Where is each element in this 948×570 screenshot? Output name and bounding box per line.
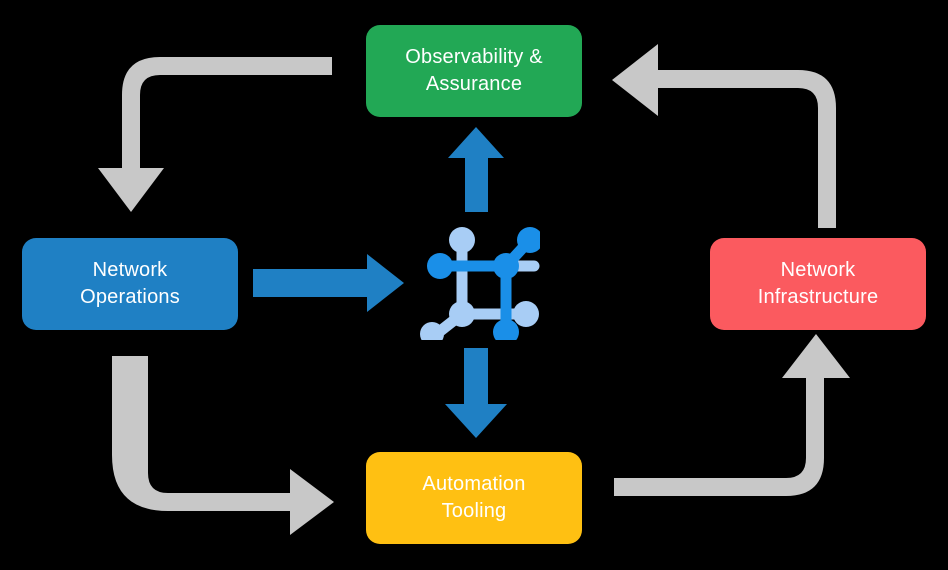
node-label: Network Operations: [80, 259, 180, 308]
arrow-operations-to-center: [253, 254, 404, 312]
arrow-operations-to-automation: [112, 356, 334, 535]
arrow-automation-to-infrastructure: [614, 334, 850, 496]
arrow-center-to-automation: [445, 348, 507, 438]
arrow-observability-to-operations: [98, 57, 332, 212]
network-topology-icon: [420, 227, 540, 340]
node-automation-tooling[interactable]: Automation Tooling: [366, 452, 582, 544]
node-label: Observability & Assurance: [405, 46, 543, 95]
node-label: Network Infrastructure: [757, 259, 879, 308]
node-network-operations[interactable]: Network Operations: [22, 238, 238, 330]
node-label: Automation Tooling: [422, 473, 526, 522]
node-observability-assurance[interactable]: Observability & Assurance: [366, 25, 582, 117]
arrow-infrastructure-to-observability: [612, 44, 836, 228]
arrow-center-to-observability: [448, 127, 504, 212]
node-network-infrastructure[interactable]: Network Infrastructure: [710, 238, 926, 330]
